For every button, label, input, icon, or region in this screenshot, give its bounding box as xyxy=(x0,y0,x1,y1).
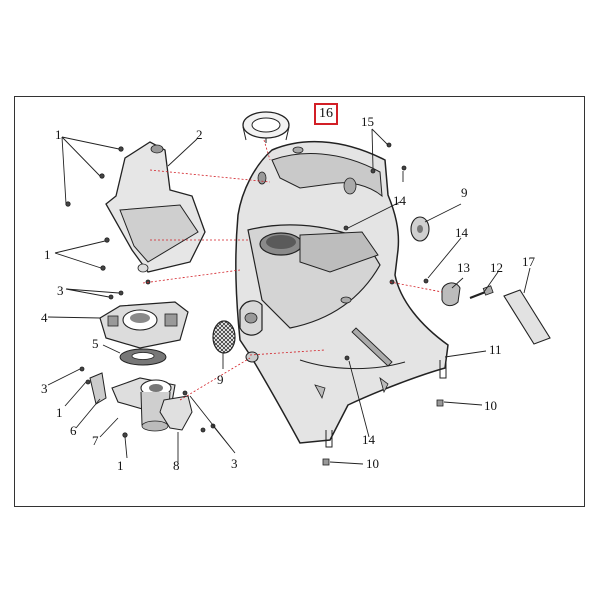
part-16-ring xyxy=(242,111,290,143)
callout-15: 15 xyxy=(361,114,374,129)
callout-8: 8 xyxy=(173,458,180,473)
part-9-grille-left xyxy=(212,320,236,354)
screws xyxy=(65,142,429,438)
callout-1-bottom: 1 xyxy=(117,458,124,473)
callout-4: 4 xyxy=(41,310,48,325)
callout-3-bottom: 3 xyxy=(231,456,238,471)
part-13-cap xyxy=(441,282,461,307)
part-10-clips xyxy=(322,399,444,466)
callout-14-top: 14 xyxy=(393,193,406,208)
callout-9-right: 9 xyxy=(461,185,468,200)
part-5-gasket xyxy=(119,348,167,366)
callout-2: 2 xyxy=(196,127,203,142)
callout-10-right: 10 xyxy=(484,398,497,413)
part-7-filler-neck xyxy=(111,377,176,432)
callout-1-mid: 1 xyxy=(56,405,63,420)
part-4-lock-housing xyxy=(99,301,189,349)
part-11-front-shield xyxy=(235,140,449,448)
callout-14-right: 14 xyxy=(455,225,468,240)
part-17-strip xyxy=(503,289,551,345)
part-9-grille-right xyxy=(410,216,430,242)
part-8-bracket xyxy=(159,395,193,431)
callout-6: 6 xyxy=(70,423,77,438)
callout-14-bottom: 14 xyxy=(362,432,375,447)
callout-13: 13 xyxy=(457,260,470,275)
part-12-bolt xyxy=(469,285,494,300)
callout-12: 12 xyxy=(490,260,503,275)
part-2-upper-bracket xyxy=(105,141,206,273)
callout-3-mid: 3 xyxy=(41,381,48,396)
callout-5: 5 xyxy=(92,336,99,351)
callout-1-left: 1 xyxy=(44,247,51,262)
callout-10-bottom: 10 xyxy=(366,456,379,471)
leader-lines xyxy=(47,128,531,465)
callout-1-top: 1 xyxy=(55,127,62,142)
callout-3-top: 3 xyxy=(57,283,64,298)
callout-16-highlighted: 16 xyxy=(314,103,338,125)
callout-9-left: 9 xyxy=(217,372,224,387)
part-6-clip xyxy=(89,372,107,405)
diagram-frame xyxy=(14,96,585,507)
callout-7: 7 xyxy=(92,433,99,448)
explode-guidelines xyxy=(142,139,443,401)
callout-11: 11 xyxy=(489,342,502,357)
callout-17: 17 xyxy=(522,254,535,269)
